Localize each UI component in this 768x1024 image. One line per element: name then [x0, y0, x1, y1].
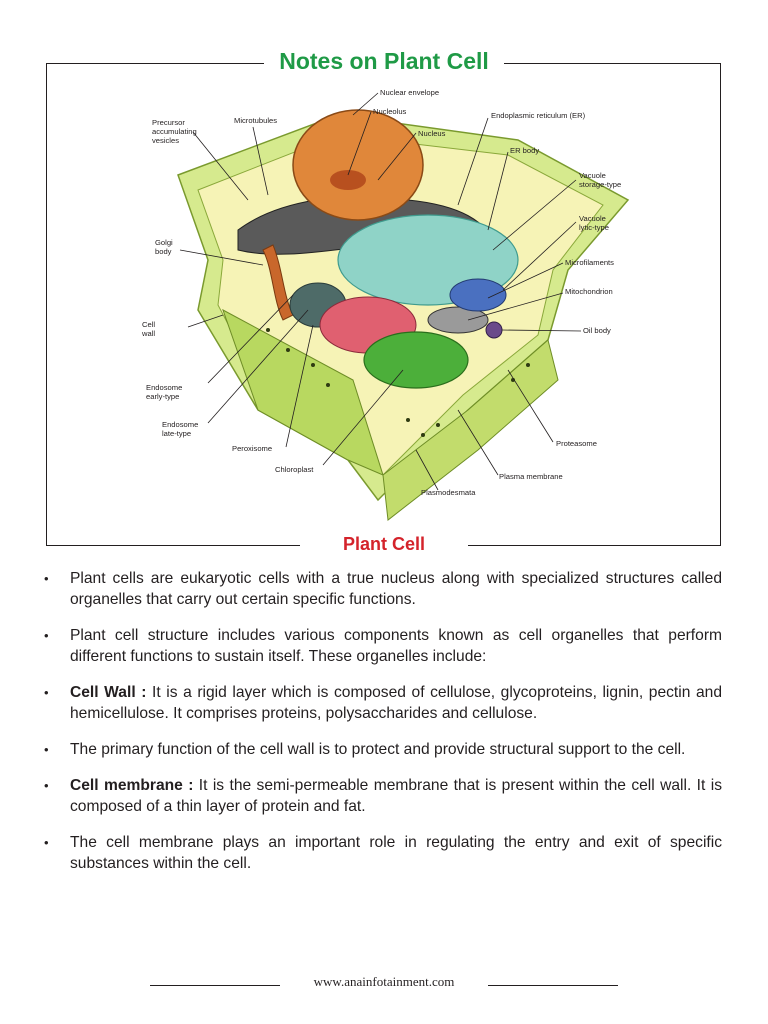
bullet-marker: • [44, 778, 49, 793]
bullet-text: The cell membrane plays an important rol… [70, 834, 722, 872]
bullet-item: • Plant cells are eukaryotic cells with a… [44, 568, 722, 610]
label-er: Endoplasmic reticulum (ER) [491, 111, 586, 120]
label-precursor-vesicles: vesicles [152, 136, 179, 145]
footer-rule-left [150, 985, 280, 986]
bullet-text: It is a rigid layer which is composed of… [70, 684, 722, 722]
label-er-body: ER body [510, 146, 539, 155]
leader-lines [179, 92, 582, 491]
footer-url: www.anainfotainment.com [313, 974, 455, 989]
bullet-text: Plant cells are eukaryotic cells with a … [70, 570, 722, 608]
figure-caption: Plant Cell [300, 528, 468, 560]
label-cell-wall: Cell [142, 320, 155, 329]
label-chloroplast: Chloroplast [275, 465, 314, 474]
bullet-text: Plant cell structure includes various co… [70, 627, 722, 665]
nucleolus-shape [330, 170, 366, 190]
label-cell-wall-2: wall [141, 329, 155, 338]
chloroplast-shape [363, 331, 469, 389]
bullet-bold-term: Cell membrane : [70, 777, 194, 794]
bullet-marker: • [44, 742, 49, 757]
nucleus-shape [292, 109, 424, 221]
bullet-text: It is the semi-permeable membrane that i… [70, 777, 722, 815]
label-plasma-membrane: Plasma membrane [499, 472, 563, 481]
bullet-item: • Cell Wall : It is a rigid layer which i… [44, 682, 722, 724]
label-vacuole-storage: Vacuole [579, 171, 606, 180]
bullet-list: • Plant cells are eukaryotic cells with a… [44, 568, 722, 889]
label-endosome-early-type: early-type [146, 392, 179, 401]
label-microfilaments: Microfilaments [565, 258, 614, 267]
bullet-marker: • [44, 835, 49, 850]
plasmodesmata-dots [266, 328, 530, 437]
label-endosome-early: Endosome [146, 383, 182, 392]
label-vacuole-lytic: Vacuole [579, 214, 606, 223]
label-nuclear-envelope: Nuclear envelope [380, 88, 439, 97]
mitochondrion-shape [427, 306, 489, 334]
label-nucleolus: Nucleolus [373, 107, 407, 116]
microfilament-shape [449, 278, 507, 312]
bullet-item: • Cell membrane : It is the semi-permeabl… [44, 775, 722, 817]
bullet-text: The primary function of the cell wall is… [70, 741, 686, 758]
label-plasmodesmata: Plasmodesmata [421, 488, 476, 497]
label-vacuole-storage-type: storage-type [579, 180, 621, 189]
footer-rule-right [488, 985, 618, 986]
label-golgi-body: body [155, 247, 172, 256]
oil-body-shape [485, 321, 503, 339]
label-peroxisome: Peroxisome [232, 444, 272, 453]
bullet-marker: • [44, 628, 49, 643]
plant-cell-diagram: Nuclear envelope Nucleolus Nucleus Endop… [141, 88, 630, 521]
label-microtubules: Microtubules [234, 116, 277, 125]
cell-wall-front [222, 308, 384, 476]
label-proteasome: Proteasome [556, 439, 597, 448]
bullet-marker: • [44, 685, 49, 700]
bullet-item: • The cell membrane plays an important ro… [44, 832, 722, 874]
label-endosome-late-type: late-type [162, 429, 191, 438]
label-vacuole-lytic-type: lytic-type [579, 223, 609, 232]
bullet-marker: • [44, 571, 49, 586]
label-golgi: Golgi [155, 238, 173, 247]
label-precursor-accumulating: accumulating [152, 127, 197, 136]
bullet-item: • The primary function of the cell wall i… [44, 739, 722, 760]
label-mitochondrion: Mitochondrion [565, 287, 613, 296]
page-title: Notes on Plant Cell [264, 44, 504, 78]
label-oil-body: Oil body [583, 326, 611, 335]
label-endosome-late: Endosome [162, 420, 198, 429]
label-nucleus: Nucleus [418, 129, 446, 138]
bullet-bold-term: Cell Wall : [70, 684, 147, 701]
label-precursor: Precursor [152, 118, 185, 127]
bullet-item: • Plant cell structure includes various c… [44, 625, 722, 667]
diagram-labels: Nuclear envelope Nucleolus Nucleus Endop… [141, 88, 621, 497]
